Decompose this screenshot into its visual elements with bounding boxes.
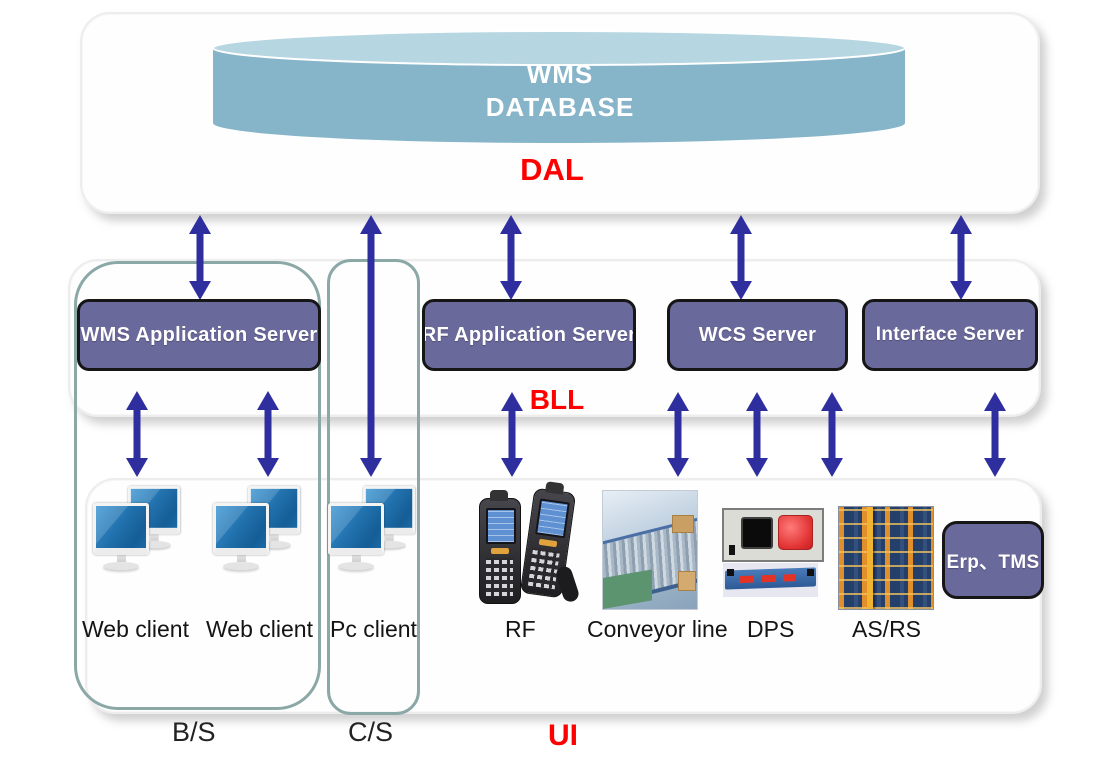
database-cylinder-icon <box>212 30 906 143</box>
monitor-icon <box>93 503 149 570</box>
monitor-icon <box>328 503 384 570</box>
rf-label: RF <box>505 616 536 642</box>
erp-tms-box: Erp、TMS <box>942 521 1044 599</box>
web-client-label-2: Web client <box>206 616 313 642</box>
rf-terminal-icon <box>479 490 521 604</box>
rf-terminal-icon <box>519 487 577 599</box>
asrs-rack-photo <box>838 506 934 610</box>
web-client-monitors-icon <box>213 486 309 604</box>
pc-client-label: Pc client <box>330 616 417 642</box>
rf-application-server-box: RF Application Server <box>422 299 636 371</box>
web-client-label-1: Web client <box>82 616 189 642</box>
conveyor-line-photo <box>602 490 698 610</box>
database-title-line1: WMS <box>526 59 594 89</box>
wms-application-server-box: WMS Application Server <box>77 299 321 371</box>
handheld-scanner-icon <box>477 487 581 614</box>
monitor-icon <box>213 503 269 570</box>
cs-group-label: C/S <box>348 717 394 747</box>
interface-server-box: Interface Server <box>862 299 1038 371</box>
pc-client-monitors-icon <box>328 486 424 604</box>
dps-display-unit-icon <box>722 508 824 562</box>
wcs-server-box: WCS Server <box>667 299 848 371</box>
asrs-label: AS/RS <box>852 616 922 642</box>
database-title-line2: DATABASE <box>485 92 635 122</box>
dal-layer-label: DAL <box>520 152 584 187</box>
dps-bar-unit-icon <box>723 563 818 597</box>
bs-group-label: B/S <box>172 717 216 747</box>
dps-label: DPS <box>747 616 795 642</box>
web-client-monitors-icon <box>93 486 189 604</box>
bll-layer-label: BLL <box>529 384 585 415</box>
conveyor-label: Conveyor line <box>587 616 728 642</box>
ui-layer-label: UI <box>548 719 578 752</box>
